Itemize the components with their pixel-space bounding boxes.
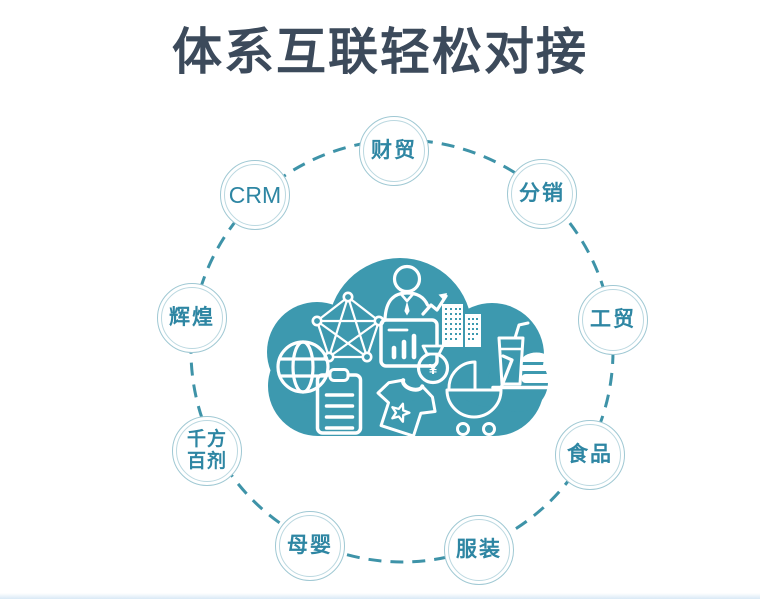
node-label: CRM <box>228 181 282 208</box>
businessman-growth-icon <box>383 264 448 321</box>
node-label: 母婴 <box>287 533 333 557</box>
node-label: 财贸 <box>371 138 417 162</box>
node-label: 工贸 <box>590 307 636 331</box>
bottom-fade-divider <box>0 593 760 599</box>
node-crm: CRM <box>220 160 290 230</box>
node-fuzhuang: 服装 <box>444 515 514 585</box>
node-label: 千方百剂 <box>186 429 227 472</box>
baby-stroller-icon <box>445 354 514 436</box>
money-bag-icon: ¥ <box>416 344 450 385</box>
city-buildings-icon <box>442 304 481 347</box>
node-qianfangbaiji: 千方百剂 <box>172 416 242 486</box>
network-graph-icon <box>311 291 385 363</box>
clipboard-list-icon <box>315 368 363 435</box>
node-label: 辉煌 <box>169 305 215 329</box>
node-gongmao: 工贸 <box>578 285 648 355</box>
node-fenxiao: 分销 <box>507 159 577 229</box>
node-caimao: 财贸 <box>359 116 429 186</box>
tshirt-star-icon <box>376 378 437 438</box>
bar-chart-screen-icon <box>379 318 439 368</box>
node-shipin: 食品 <box>555 420 625 490</box>
node-label: 分销 <box>519 181 565 205</box>
building-windows <box>445 308 478 340</box>
yuan-symbol: ¥ <box>429 361 438 378</box>
page-title: 体系互联轻松对接 <box>172 24 588 80</box>
node-label: 食品 <box>567 442 613 466</box>
node-huihuang: 辉煌 <box>157 283 227 353</box>
node-label: 服装 <box>456 537 502 561</box>
node-muying: 母婴 <box>275 511 345 581</box>
